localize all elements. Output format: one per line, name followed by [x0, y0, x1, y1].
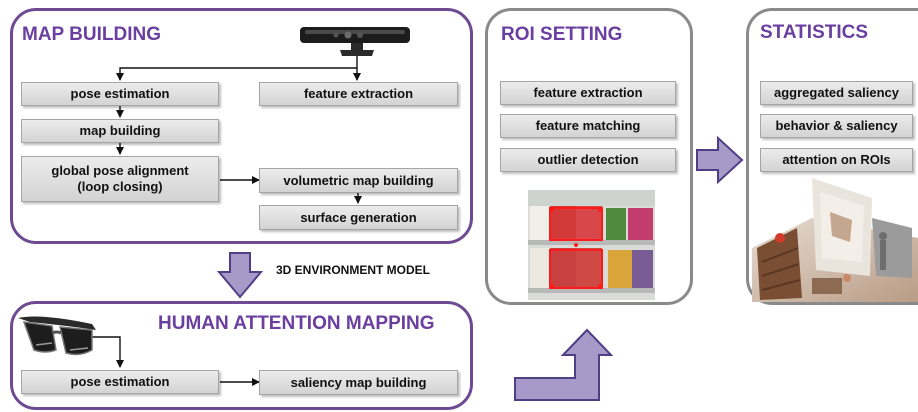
- attention-on-rois-label: attention on ROIs: [782, 152, 891, 167]
- saliency-map-building-box: saliency map building: [259, 370, 458, 395]
- surface-generation-label: surface generation: [300, 209, 417, 225]
- feature-extraction-label: feature extraction: [303, 86, 414, 101]
- global-pose-alignment-label: global pose alignment (loop closing): [51, 163, 189, 194]
- roi-feature-extraction-box: feature extraction: [500, 81, 676, 105]
- behavior-saliency-box: behavior & saliency: [760, 114, 913, 138]
- connector-kinect-to-boxes: [116, 54, 361, 81]
- store-shelf-illustration: [528, 190, 655, 300]
- human-attention-mapping-title: HUMAN ATTENTION MAPPING: [158, 313, 435, 334]
- pose-estimation-box: pose estimation: [21, 82, 219, 106]
- down-arrow: [216, 252, 264, 299]
- surface-generation-box: surface generation: [259, 205, 458, 230]
- roi-setting-title: ROI SETTING: [501, 24, 623, 45]
- saliency-3d-render: [752, 178, 918, 302]
- map-building-box: map building: [21, 119, 219, 143]
- up-turn-arrow: [514, 328, 614, 401]
- aggregated-saliency-label: aggregated saliency: [774, 85, 899, 100]
- volumetric-map-building-label: volumetric map building: [283, 172, 434, 188]
- attention-on-rois-box: attention on ROIs: [760, 148, 913, 172]
- aggregated-saliency-box: aggregated saliency: [760, 81, 913, 105]
- pose-estimation-label: pose estimation: [70, 86, 170, 101]
- outlier-detection-label: outlier detection: [537, 152, 639, 167]
- saliency-3d-illustration: [752, 178, 918, 302]
- environment-model-label: 3D ENVIRONMENT MODEL: [276, 263, 431, 277]
- feature-matching-box: feature matching: [500, 114, 676, 138]
- eye-tracking-glasses-icon: [18, 316, 96, 356]
- connector-glasses-to-pose: [92, 336, 124, 368]
- feature-extraction-box: feature extraction: [259, 82, 458, 106]
- map-building-label: map building: [79, 123, 161, 138]
- kinect-sensor-icon: [300, 27, 410, 56]
- behavior-saliency-label: behavior & saliency: [775, 118, 898, 133]
- attention-pose-estimation-box: pose estimation: [21, 370, 219, 394]
- volumetric-map-building-box: volumetric map building: [259, 168, 458, 193]
- store-shelf-photo: [528, 190, 655, 300]
- roi-feature-extraction-label: feature extraction: [533, 85, 643, 100]
- right-arrow: [696, 135, 744, 185]
- outlier-detection-box: outlier detection: [500, 148, 676, 172]
- global-pose-alignment-box: global pose alignment (loop closing): [21, 156, 219, 202]
- statistics-title: STATISTICS: [760, 22, 869, 43]
- saliency-map-building-label: saliency map building: [290, 374, 427, 390]
- feature-matching-label: feature matching: [535, 118, 641, 133]
- attention-pose-estimation-label: pose estimation: [70, 374, 170, 389]
- map-building-title: MAP BUILDING: [22, 24, 161, 45]
